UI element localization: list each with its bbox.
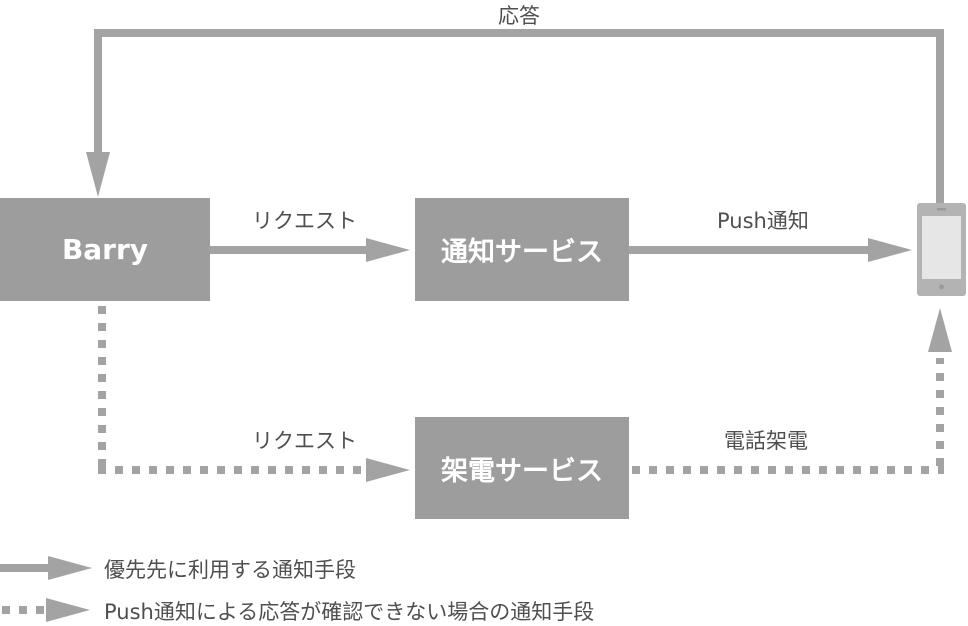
- node-barry-label: Barry: [61, 233, 149, 266]
- node-call-service-label: 架電サービス: [441, 455, 603, 487]
- node-barry: Barry: [0, 198, 210, 301]
- legend-solid-marker: [0, 556, 92, 580]
- request-fallback-edge: [98, 306, 410, 482]
- legend-solid-label: 優先先に利用する通知手段: [104, 558, 356, 582]
- edge-label-response: 応答: [498, 4, 540, 28]
- edge-label-request-fallback: リクエスト: [252, 429, 357, 453]
- response-edge: [86, 29, 944, 203]
- response-arrowhead: [86, 152, 110, 197]
- legend-dotted-marker: [2, 598, 90, 622]
- node-notify-service: 通知サービス: [415, 198, 629, 301]
- request-primary-edge: [210, 238, 410, 262]
- call-edge: [632, 308, 952, 474]
- response-line: [94, 29, 944, 203]
- node-notify-service-label: 通知サービス: [441, 237, 603, 268]
- smartphone-icon: [917, 203, 966, 296]
- legend-dotted-label: Push通知による応答が確認できない場合の通知手段: [104, 600, 595, 624]
- push-arrowhead: [868, 238, 912, 262]
- edge-label-push: Push通知: [717, 209, 809, 233]
- request-primary-arrowhead: [366, 238, 410, 262]
- request-fallback-arrowhead: [366, 458, 410, 482]
- call-arrowhead: [928, 308, 952, 352]
- node-call-service: 架電サービス: [415, 417, 629, 519]
- edge-label-call: 電話架電: [724, 429, 808, 453]
- push-edge: [629, 238, 912, 262]
- edge-label-request-primary: リクエスト: [252, 209, 357, 233]
